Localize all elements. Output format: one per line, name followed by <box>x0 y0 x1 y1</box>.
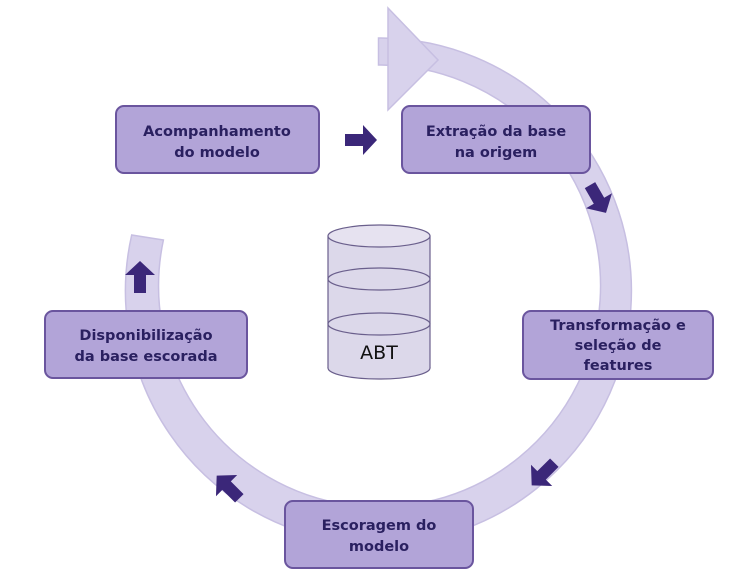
step-transformation-line2: seleção de <box>575 338 662 354</box>
step-extraction-line2: na origem <box>455 145 538 161</box>
step-monitoring-line1: Acompanhamento <box>143 124 291 140</box>
arrow-up-icon <box>125 261 155 293</box>
cycle-ring-band <box>124 37 633 545</box>
step-extraction-box <box>401 105 591 174</box>
cycle-ring <box>124 6 633 545</box>
arrow-up-left-icon <box>215 474 244 503</box>
arrow-down-left-icon <box>530 458 559 487</box>
step-availability: Disponibilização da base escorada <box>44 310 248 379</box>
step-transformation-line1: Transformação e <box>550 318 686 334</box>
cycle-ring-arrowhead <box>387 6 440 112</box>
flow-arrows <box>125 125 612 503</box>
step-transformation-box <box>522 310 714 380</box>
abt-label: ABT <box>360 342 398 364</box>
abt-database-cylinder: ABT <box>327 224 431 380</box>
step-scoring-line1: Escoragem do <box>322 518 437 534</box>
step-availability-line1: Disponibilização <box>79 328 212 344</box>
step-transformation: Transformação e seleção de features <box>522 310 714 380</box>
step-transformation-line3: features <box>584 358 653 374</box>
step-monitoring-box <box>115 105 320 174</box>
step-monitoring: Acompanhamento do modelo <box>115 105 320 174</box>
step-monitoring-line2: do modelo <box>174 145 260 161</box>
step-scoring-line2: modelo <box>349 539 409 555</box>
step-extraction: Extração da base na origem <box>401 105 591 174</box>
step-scoring: Escoragem do modelo <box>284 500 474 569</box>
arrow-down-right-icon <box>584 182 612 213</box>
step-extraction-line1: Extração da base <box>426 124 567 140</box>
step-availability-box <box>44 310 248 379</box>
arrow-right-icon <box>345 125 377 155</box>
step-availability-line2: da base escorada <box>74 349 217 365</box>
step-scoring-box <box>284 500 474 569</box>
